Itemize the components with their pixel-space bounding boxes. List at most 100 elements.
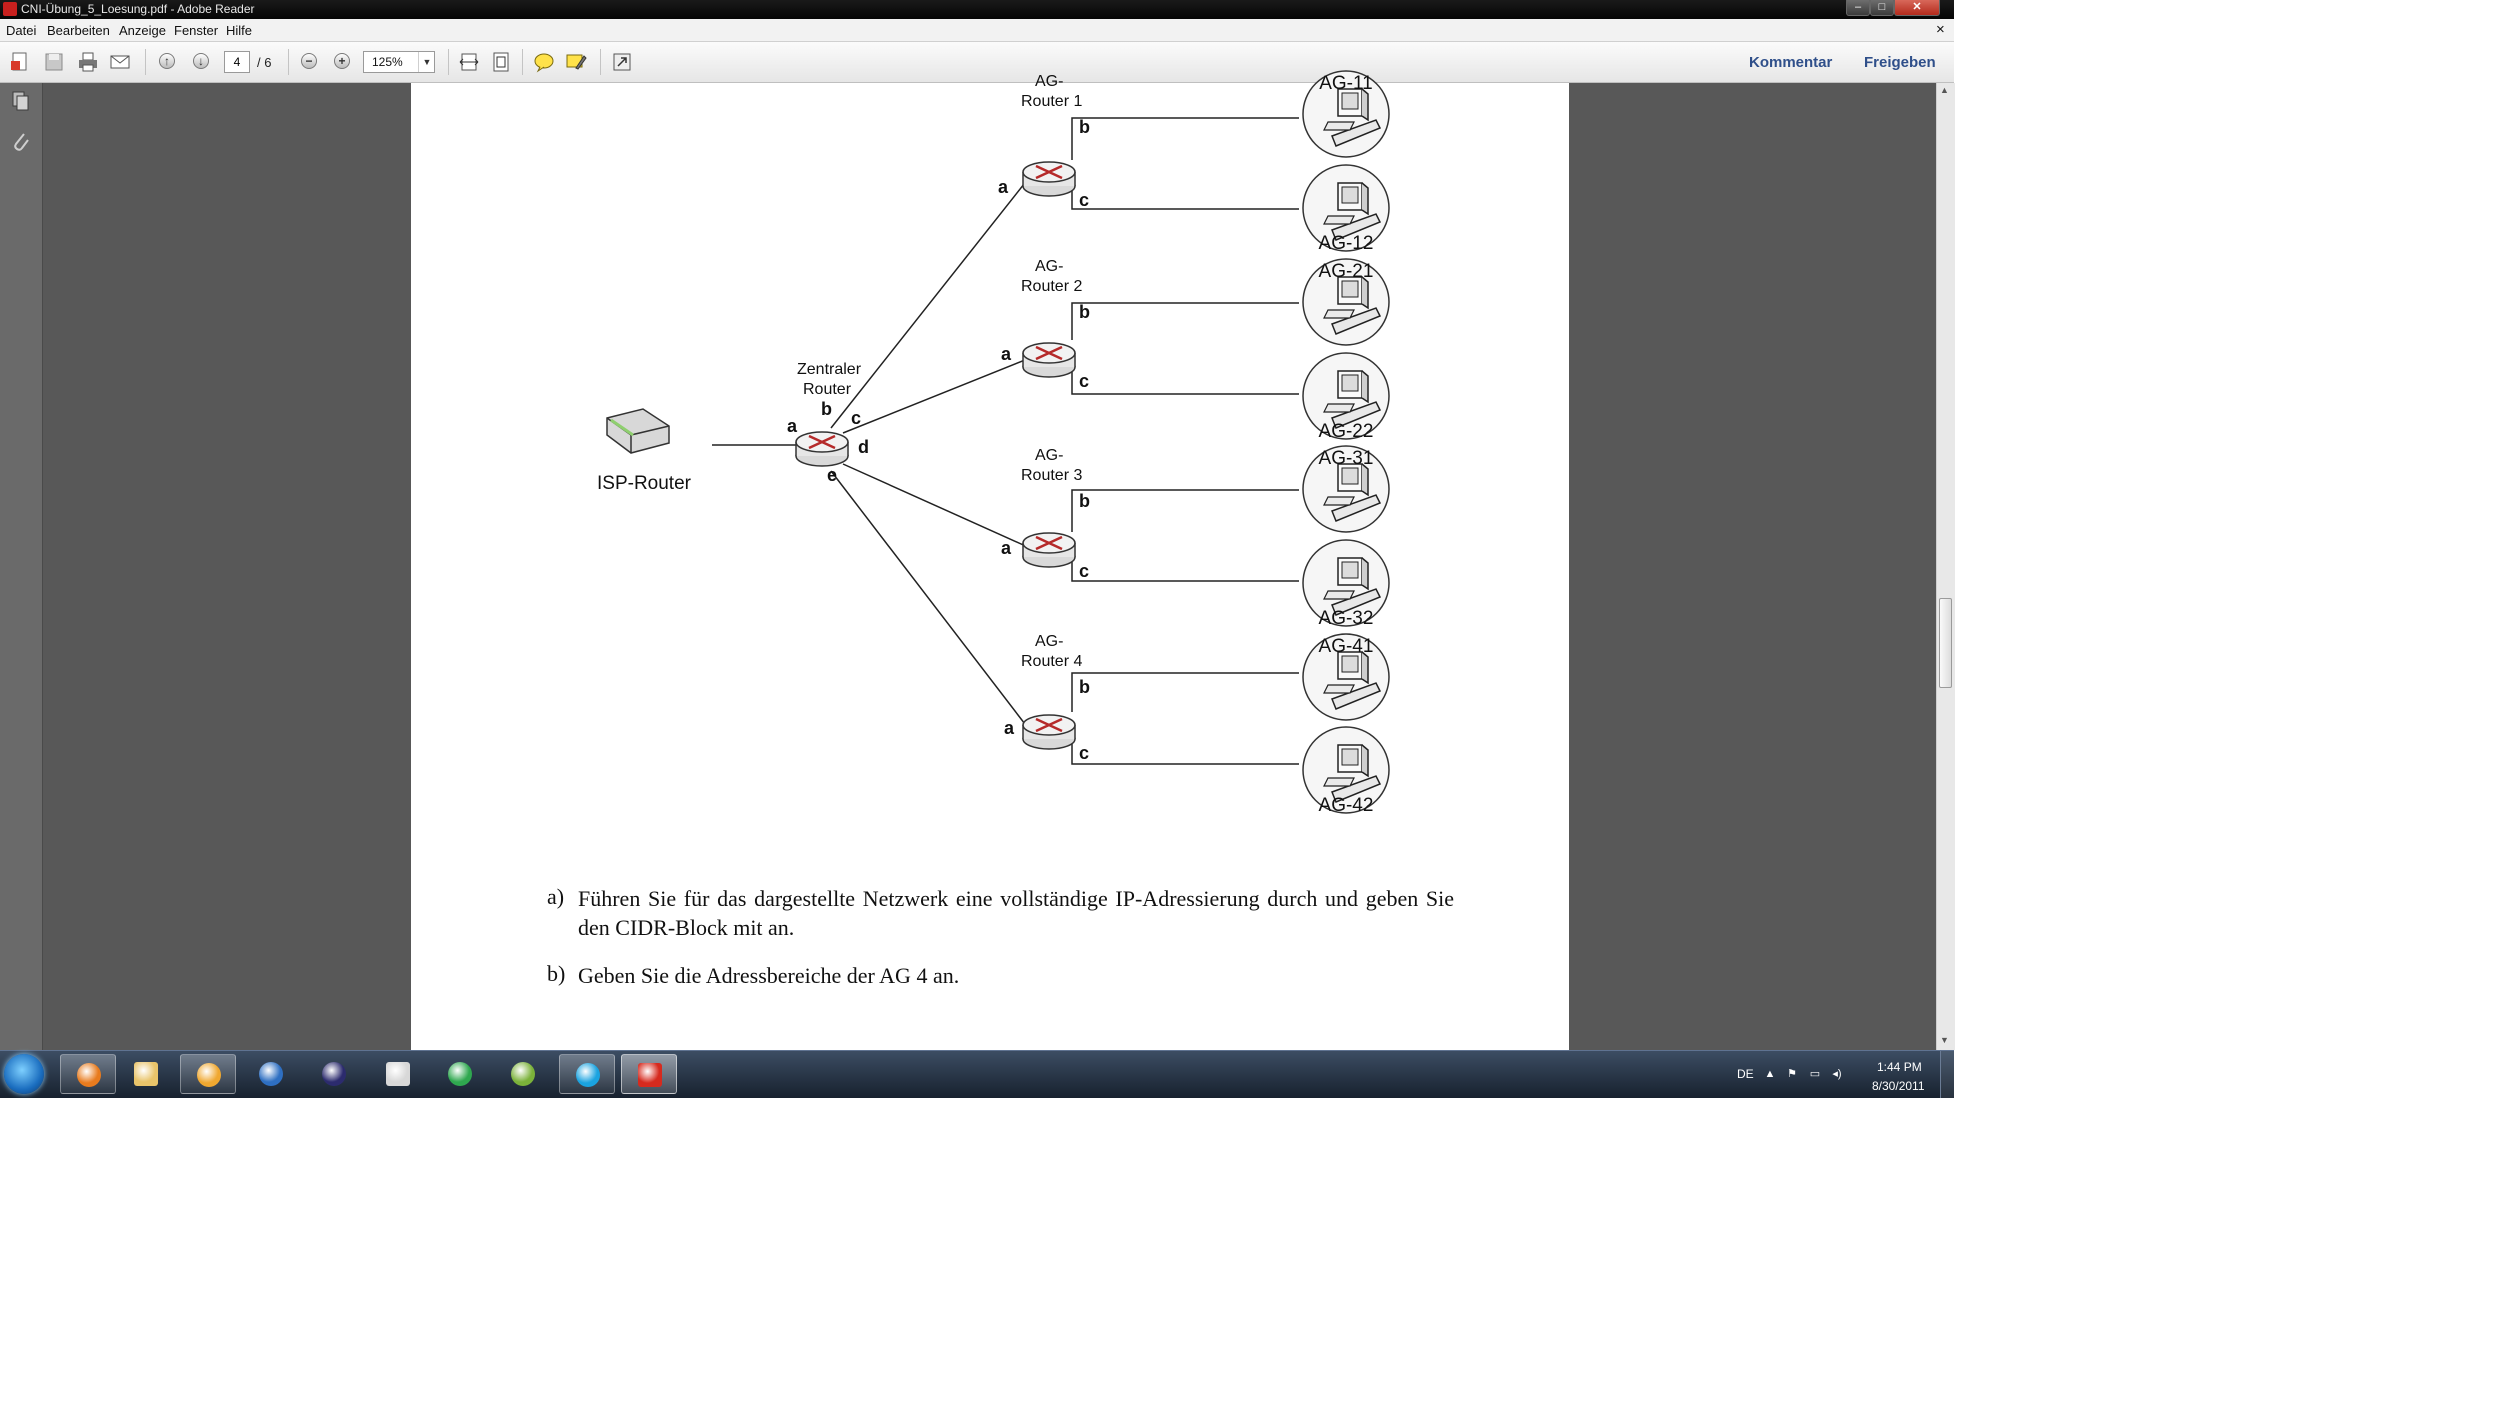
fullscreen-icon[interactable] [610, 50, 634, 74]
isp-router-icon [606, 408, 670, 454]
pc-ag-11 [1302, 70, 1390, 158]
taskbar-button-documents[interactable] [370, 1054, 426, 1094]
ag-router-1-port-c: c [1079, 190, 1089, 210]
chevron-down-icon[interactable]: ▼ [418, 52, 435, 72]
fit-width-icon[interactable] [457, 50, 481, 74]
ag-router-1-port-b: b [1079, 117, 1090, 137]
email-icon[interactable] [108, 50, 132, 74]
ag-router-2-port-a: a [1001, 344, 1012, 364]
comment-button[interactable]: Kommentar [1749, 54, 1833, 71]
scrollbar-thumb[interactable] [1939, 598, 1952, 688]
menu-bar: Datei Bearbeiten Anzeige Fenster Hilfe × [0, 19, 1954, 42]
menu-bearbeiten[interactable]: Bearbeiten [47, 23, 110, 38]
router-2-links [1071, 302, 1299, 395]
scroll-down-arrow-icon[interactable]: ▼ [1940, 1035, 1949, 1045]
thunderbird-icon [259, 1062, 283, 1086]
fit-page-icon[interactable] [489, 50, 513, 74]
action-center-flag-icon[interactable]: ⚑ [1787, 1068, 1797, 1080]
taskbar-button-firefox[interactable] [60, 1054, 116, 1094]
taskbar-button-chrome[interactable] [432, 1054, 488, 1094]
taskbar-button-adobe-reader[interactable] [621, 1054, 677, 1094]
central-router-label-2: Router [803, 381, 852, 398]
network-icon[interactable]: ▭ [1809, 1068, 1821, 1080]
ag-router-3-label-2: Router 3 [1021, 467, 1082, 484]
clock-date[interactable]: 8/30/2011 [1872, 1079, 1925, 1093]
show-hidden-icons-icon[interactable]: ▲ [1764, 1068, 1776, 1080]
pc-label-ag-11: AG-11 [1319, 73, 1373, 94]
toolbar-separator [600, 49, 601, 75]
clock-time[interactable]: 1:44 PM [1877, 1060, 1922, 1074]
ag-router-1 [1022, 161, 1076, 197]
question-a-text: Führen Sie für das dargestellte Netzwerk… [578, 886, 1454, 940]
eclipse-icon [322, 1062, 346, 1086]
zoom-level-select[interactable]: 125% ▼ [363, 51, 435, 73]
link-central-router-1 [830, 178, 1029, 429]
scroll-up-arrow-icon[interactable]: ▲ [1940, 85, 1949, 95]
pc-ag-32 [1302, 539, 1390, 627]
taskbar-button-media-player[interactable] [180, 1054, 236, 1094]
taskbar-button-windows-explorer[interactable] [118, 1054, 174, 1094]
save-icon[interactable] [42, 50, 66, 74]
toolbar-separator [145, 49, 146, 75]
taskbar-button-skype[interactable] [559, 1054, 615, 1094]
previous-page-icon[interactable]: ↑ [156, 50, 180, 74]
language-indicator[interactable]: DE [1737, 1067, 1754, 1081]
print-icon[interactable] [76, 50, 100, 74]
ag-router-2-port-c: c [1079, 371, 1089, 391]
router-1-links [1071, 117, 1299, 210]
close-document-button[interactable]: × [1936, 21, 1945, 38]
volume-icon[interactable]: ◂) [1832, 1068, 1842, 1080]
central-port-c: c [851, 408, 861, 428]
central-router-label-1: Zentraler [797, 361, 862, 378]
vertical-scrollbar[interactable]: ▲ ▼ [1936, 83, 1955, 1050]
pc-label-ag-41: AG-41 [1319, 636, 1374, 657]
question-a-marker: a) [547, 884, 565, 909]
ag-router-4-port-c: c [1079, 743, 1089, 763]
zoom-in-icon[interactable]: + [331, 50, 355, 74]
ag-router-3-port-a: a [1001, 538, 1012, 558]
windows-explorer-icon [134, 1062, 158, 1086]
title-bar: CNI-Übung_5_Loesung.pdf - Adobe Reader –… [0, 0, 1954, 19]
adobe-reader-app-icon[interactable] [3, 2, 17, 16]
firefox-icon [77, 1063, 101, 1087]
chrome-icon [448, 1062, 472, 1086]
minimize-button[interactable]: – [1846, 0, 1870, 16]
next-page-icon[interactable]: ↓ [190, 50, 214, 74]
menu-anzeige[interactable]: Anzeige [119, 23, 166, 38]
ag-router-4 [1022, 714, 1076, 750]
close-window-button[interactable]: ✕ [1894, 0, 1940, 16]
page-number-input[interactable]: 4 [224, 51, 250, 73]
link-central-router-4 [830, 470, 1029, 729]
navigation-pane [0, 83, 43, 1050]
share-button[interactable]: Freigeben [1864, 54, 1936, 71]
pidgin-icon [511, 1062, 535, 1086]
menu-fenster[interactable]: Fenster [174, 23, 219, 38]
taskbar-button-pidgin[interactable] [495, 1054, 551, 1094]
maximize-button[interactable]: □ [1870, 0, 1894, 16]
pc-ag-12 [1302, 164, 1390, 252]
page-thumbnails-icon[interactable] [11, 90, 31, 112]
sticky-note-icon[interactable] [532, 50, 556, 74]
taskbar-button-eclipse[interactable] [306, 1054, 362, 1094]
create-pdf-icon[interactable] [8, 50, 32, 74]
ag-router-4-label-2: Router 4 [1021, 653, 1082, 670]
toolbar-separator [448, 49, 449, 75]
menu-hilfe[interactable]: Hilfe [226, 23, 253, 38]
zoom-out-icon[interactable]: − [298, 50, 322, 74]
attachments-icon[interactable] [11, 130, 31, 152]
highlight-icon[interactable] [564, 50, 588, 74]
ag-router-2 [1022, 342, 1076, 378]
toolbar-separator [288, 49, 289, 75]
ag-router-2-port-b: b [1079, 302, 1090, 322]
pc-label-ag-32: AG-32 [1319, 608, 1374, 629]
isp-router-label: ISP-Router [597, 473, 692, 494]
document-viewport[interactable]: ISP-Router Zentraler Router a b c d e AG… [43, 70, 1936, 1050]
pc-label-ag-12: AG-12 [1319, 233, 1374, 254]
adobe-reader-icon [638, 1063, 662, 1087]
pdf-page: ISP-Router Zentraler Router a b c d e AG… [411, 70, 1569, 1050]
show-desktop-button[interactable] [1940, 1051, 1955, 1098]
taskbar-button-thunderbird[interactable] [243, 1054, 299, 1094]
start-button[interactable] [4, 1054, 44, 1094]
menu-datei[interactable]: Datei [6, 23, 37, 38]
zoom-level-value: 125% [372, 55, 403, 69]
